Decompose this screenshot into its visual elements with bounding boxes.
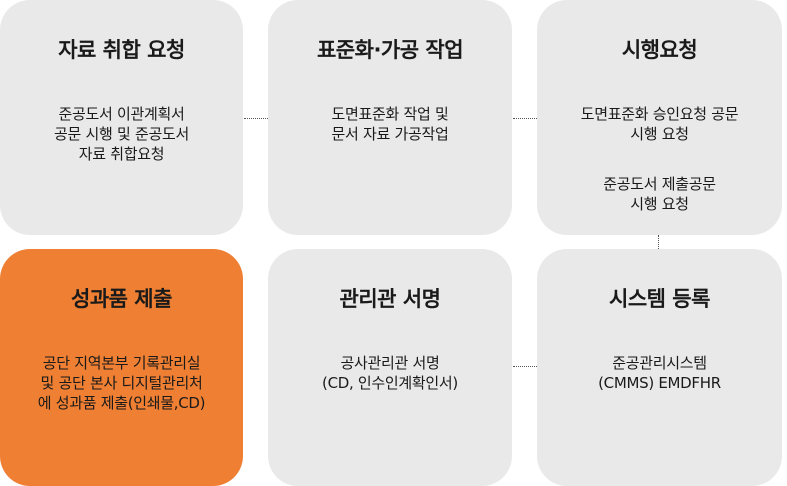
step-description: 준공도서 이관계획서 공문 시행 및 준공도서 자료 취합요청 [54,105,189,163]
step-card-data-request: 자료 취합 요청 준공도서 이관계획서 공문 시행 및 준공도서 자료 취합요청 [0,0,243,235]
step-card-enforcement-request: 시행요청 도면표준화 승인요청 공문 시행 요청 준공도서 제출공문 시행 요청 [537,0,782,235]
step-title: 관리관 서명 [339,287,441,311]
connector-2-3 [513,118,537,119]
step-description-secondary: 준공도서 제출공문 시행 요청 [603,175,716,213]
connector-6-5 [513,366,537,367]
connector-3-6 [658,235,659,249]
step-card-system-registration: 시스템 등록 준공관리시스템 (CMMS) EMDFHR [537,249,782,486]
step-description: 공단 지역본부 기록관리실 및 공단 본사 디지털관리처 에 성과품 제출(인쇄… [37,354,206,412]
connector-1-2 [244,118,268,119]
step-title: 표준화·가공 작업 [316,38,464,62]
step-description: 준공관리시스템 (CMMS) EMDFHR [598,354,721,392]
step-card-manager-signature: 관리관 서명 공사관리관 서명 (CD, 인수인계확인서) [268,249,512,486]
step-title: 시행요청 [621,38,698,62]
step-description: 공사관리관 서명 (CD, 인수인계확인서) [322,354,458,392]
step-title: 자료 취합 요청 [58,38,185,62]
step-description: 도면표준화 작업 및 문서 자료 가공작업 [331,105,449,143]
step-card-deliverable-submission: 성과품 제출 공단 지역본부 기록관리실 및 공단 본사 디지털관리처 에 성과… [0,249,243,486]
step-description: 도면표준화 승인요청 공문 시행 요청 [580,105,739,143]
step-card-standardization: 표준화·가공 작업 도면표준화 작업 및 문서 자료 가공작업 [268,0,512,235]
step-title: 시스템 등록 [609,287,710,311]
step-title: 성과품 제출 [71,287,172,311]
